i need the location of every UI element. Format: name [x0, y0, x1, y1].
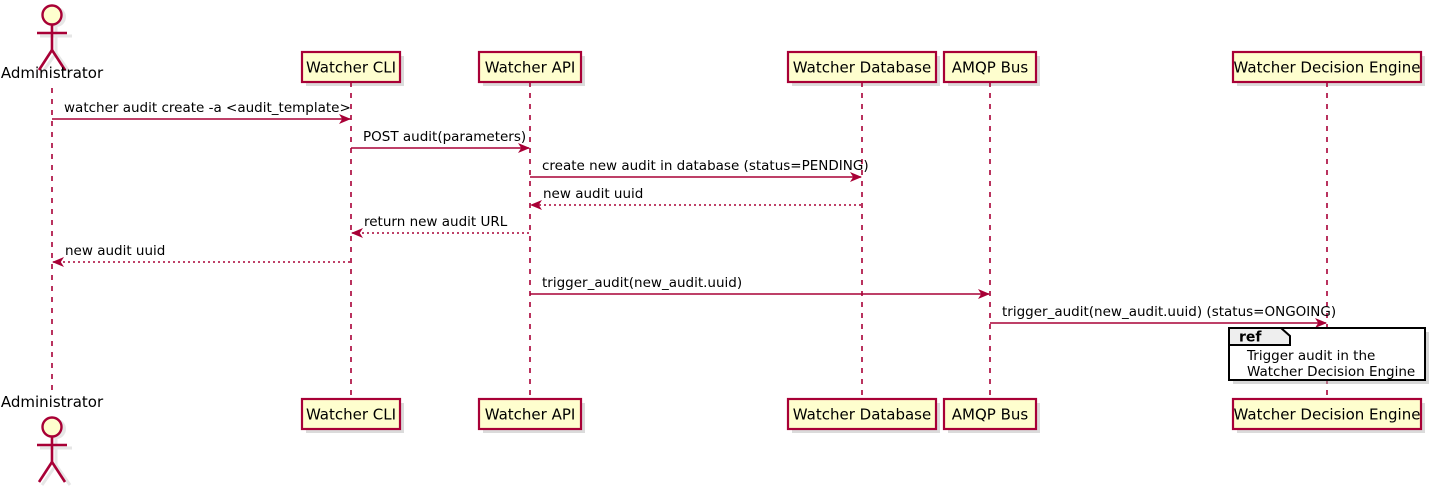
ref-fragment-body-line-0: Trigger audit in the	[1246, 348, 1375, 364]
participant-label-watcher-decision-engine: Watcher Decision Engine	[1234, 406, 1421, 424]
ref-fragment-tag-label: ref	[1239, 330, 1262, 346]
participant-box-rect	[477, 397, 583, 431]
actor-figure-bottom-administrator[interactable]	[37, 416, 72, 486]
messages-layer: watcher audit create -a <audit_template>…	[52, 100, 1336, 328]
actor-right-leg-line	[50, 49, 67, 71]
participant-box-bottom-watcher-database[interactable]: Watcher Database	[786, 397, 938, 431]
message-label-6: new audit uuid	[65, 243, 165, 259]
participant-box-rect	[786, 397, 938, 431]
participant-label-watcher-cli: Watcher CLI	[306, 406, 396, 424]
message-2-watcher-cli-to-watcher-api[interactable]: POST audit(parameters)	[351, 129, 530, 153]
actor-label-bottom-administrator: Administrator	[1, 393, 104, 411]
participant-label-watcher-api: Watcher API	[485, 59, 576, 77]
participant-box-rect	[942, 397, 1038, 431]
message-label-8: trigger_audit(new_audit.uuid) (status=ON…	[1002, 304, 1336, 320]
message-1-administrator-to-watcher-cli[interactable]: watcher audit create -a <audit_template>	[52, 100, 351, 124]
participant-box-bottom-watcher-decision-engine[interactable]: Watcher Decision Engine	[1231, 397, 1423, 431]
participant-box-bottom-amqp-bus[interactable]: AMQP Bus	[942, 397, 1038, 431]
participant-box-top-watcher-decision-engine[interactable]: Watcher Decision Engine	[1231, 50, 1423, 84]
participant-box-rect	[477, 50, 583, 84]
message-8-amqp-bus-to-watcher-decision-engine[interactable]: trigger_audit(new_audit.uuid) (status=ON…	[990, 304, 1336, 328]
participant-box-bottom-watcher-api[interactable]: Watcher API	[477, 397, 583, 431]
message-label-5: return new audit URL	[364, 214, 508, 230]
message-label-3: create new audit in database (status=PEN…	[542, 158, 869, 174]
actor-head-icon	[41, 4, 63, 26]
message-5-watcher-api-to-watcher-cli[interactable]: return new audit URL	[351, 214, 529, 238]
participant-label-watcher-database: Watcher Database	[793, 59, 931, 77]
actor-left-leg-line	[37, 461, 54, 483]
message-label-7: trigger_audit(new_audit.uuid)	[542, 275, 742, 291]
ref-fragment-tab	[1228, 327, 1291, 346]
participant-box-rect	[1231, 50, 1423, 84]
participant-boxes-bottom: Watcher CLI Watcher API Watcher Database AM…	[300, 397, 1423, 431]
lifelines-layer	[51, 82, 1328, 399]
actor-right-leg-line	[50, 461, 67, 483]
participant-label-amqp-bus: AMQP Bus	[952, 406, 1029, 424]
participant-label-watcher-cli: Watcher CLI	[306, 59, 396, 77]
message-label-2: POST audit(parameters)	[363, 129, 526, 145]
message-3-watcher-api-to-watcher-database[interactable]: create new audit in database (status=PEN…	[530, 158, 869, 182]
participant-label-watcher-database: Watcher Database	[793, 406, 931, 424]
ref-fragment-body-line-1: Watcher Decision Engine	[1247, 364, 1415, 380]
participant-box-top-amqp-bus[interactable]: AMQP Bus	[942, 50, 1038, 84]
participant-box-top-watcher-cli[interactable]: Watcher CLI	[300, 50, 402, 84]
participant-label-amqp-bus: AMQP Bus	[952, 59, 1029, 77]
participant-box-top-watcher-api[interactable]: Watcher API	[477, 50, 583, 84]
participant-box-rect	[1231, 397, 1423, 431]
message-label-4: new audit uuid	[543, 186, 643, 202]
message-6-watcher-cli-to-administrator[interactable]: new audit uuid	[52, 243, 350, 267]
message-7-watcher-api-to-amqp-bus[interactable]: trigger_audit(new_audit.uuid)	[530, 275, 990, 299]
message-4-watcher-database-to-watcher-api[interactable]: new audit uuid	[530, 186, 861, 210]
participant-label-watcher-decision-engine: Watcher Decision Engine	[1234, 59, 1421, 77]
participant-label-watcher-api: Watcher API	[485, 406, 576, 424]
actor-head-icon	[41, 416, 63, 438]
actor-figure-top-administrator[interactable]	[37, 4, 72, 74]
participant-box-top-watcher-database[interactable]: Watcher Database	[786, 50, 938, 84]
participant-boxes-top: Watcher CLI Watcher API Watcher Database AM…	[300, 50, 1423, 84]
participant-box-rect	[300, 50, 402, 84]
participant-box-rect	[786, 50, 938, 84]
message-label-1: watcher audit create -a <audit_template>	[64, 100, 351, 116]
actor-left-leg-line	[37, 49, 54, 71]
participant-box-bottom-watcher-cli[interactable]: Watcher CLI	[300, 397, 402, 431]
participant-box-rect	[300, 397, 402, 431]
participant-box-rect	[942, 50, 1038, 84]
actor-label-top-administrator: Administrator	[1, 64, 104, 82]
